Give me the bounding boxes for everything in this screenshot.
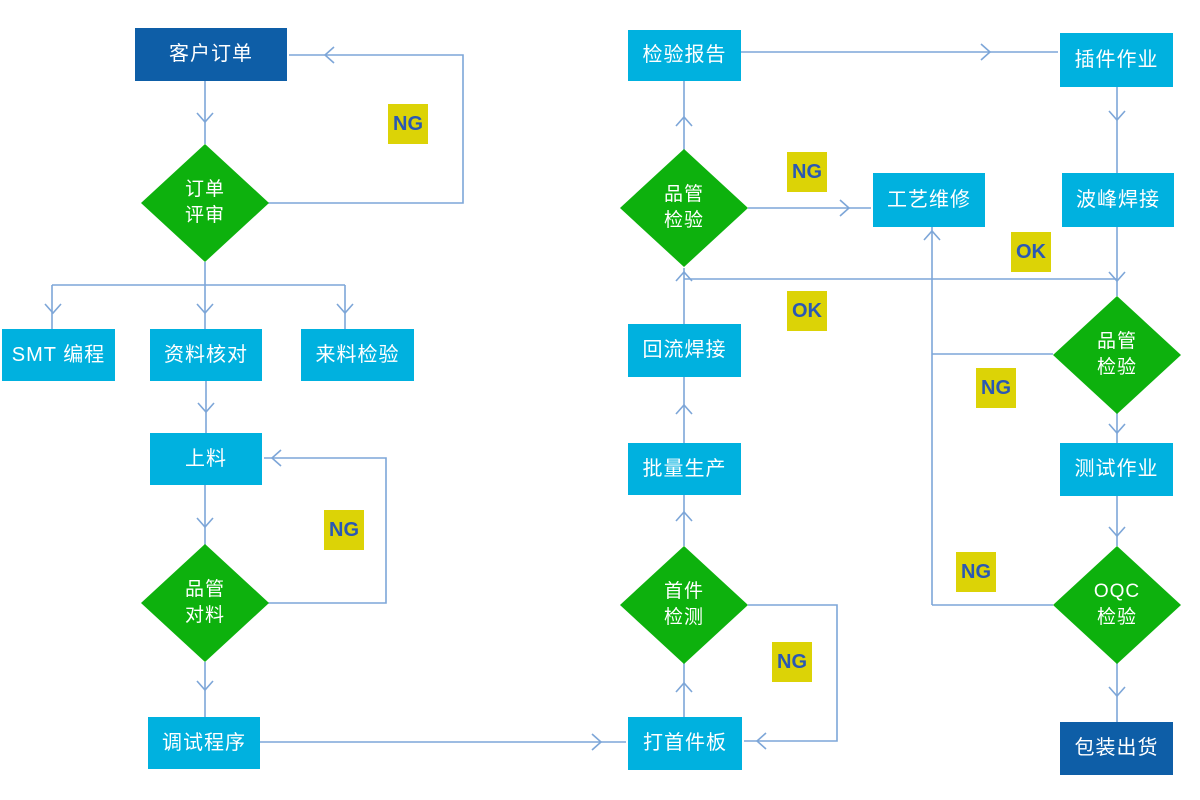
arrow-down-into-wave [1108, 110, 1126, 122]
node-reflow-soldering: 回流焊接 [628, 324, 741, 377]
node-process-repair: 工艺维修 [873, 173, 985, 227]
node-customer-order: 客户订单 [135, 28, 287, 81]
node-component-insertion: 插件作业 [1060, 33, 1173, 87]
edge-review-ng-loop [267, 54, 464, 204]
badge-ng-qc-material: NG [324, 510, 364, 550]
arrow-down-into-smt [44, 303, 62, 315]
badge-ng-qc-smt: NG [787, 152, 827, 192]
arrow-left-into-firstboard [755, 732, 767, 750]
arrow-down-into-packing [1108, 686, 1126, 698]
arrow-down-into-loading [197, 402, 215, 414]
badge-ok-qc-smt: OK [787, 291, 827, 331]
node-packing-shipping: 包装出货 [1060, 722, 1173, 775]
arrow-down-into-review [196, 112, 214, 124]
arrow-down-into-datacheck [196, 303, 214, 315]
node-batch-production: 批量生产 [628, 443, 741, 495]
node-inspection-report: 检验报告 [628, 30, 741, 81]
node-loading: 上料 [150, 433, 262, 485]
node-qc-inspection-wave: 品管 检验 [1053, 296, 1181, 414]
badge-ok-wave: OK [1011, 232, 1051, 272]
arrow-down-into-debug [196, 680, 214, 692]
badge-ng-oqc: NG [956, 552, 996, 592]
arrow-up-into-qcsmt [675, 270, 693, 282]
arrow-down-into-oqc [1108, 526, 1126, 538]
arrow-down-into-qcwave [1108, 271, 1126, 283]
node-oqc-inspection: OQC 检验 [1053, 546, 1181, 664]
node-qc-material-check: 品管 对料 [141, 544, 269, 662]
badge-ng-order-review: NG [388, 104, 428, 144]
badge-ng-first-article: NG [772, 642, 812, 682]
arrow-right-into-repair [839, 199, 851, 217]
node-smt-programming: SMT 编程 [2, 329, 115, 381]
node-order-review: 订单 评审 [141, 144, 269, 262]
node-testing: 测试作业 [1060, 443, 1173, 496]
arrow-down-into-qcmaterial [196, 517, 214, 529]
node-qc-inspection-smt: 品管 检验 [620, 149, 748, 267]
arrow-right-into-insertion [980, 43, 992, 61]
arrow-down-into-incoming [336, 303, 354, 315]
node-first-board: 打首件板 [628, 717, 742, 770]
arrow-up-into-repair [923, 229, 941, 241]
node-wave-soldering: 波峰焊接 [1062, 173, 1174, 227]
arrow-up-into-batch [675, 510, 693, 522]
node-first-article-inspection: 首件 检测 [620, 546, 748, 664]
node-incoming-inspection: 来料检验 [301, 329, 414, 381]
node-debug-program: 调试程序 [148, 717, 260, 769]
arrow-right-into-firstboard [591, 733, 603, 751]
node-material-data-check: 资料核对 [150, 329, 262, 381]
arrow-up-into-report [675, 115, 693, 127]
arrow-up-into-firstarticle [675, 681, 693, 693]
arrow-left-into-customer [323, 46, 335, 64]
arrow-down-into-testing [1108, 423, 1126, 435]
arrow-left-into-loading [270, 449, 282, 467]
arrow-up-into-reflow [675, 403, 693, 415]
badge-ng-qc-wave: NG [976, 368, 1016, 408]
